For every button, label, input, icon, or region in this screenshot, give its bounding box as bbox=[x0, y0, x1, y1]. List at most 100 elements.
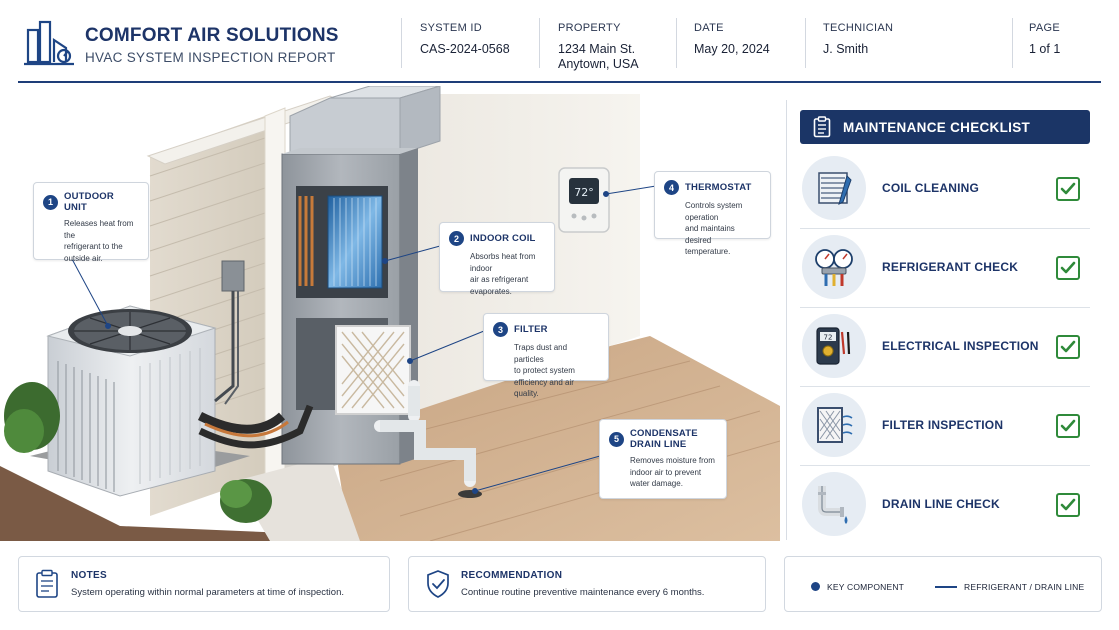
report-subtitle: HVAC SYSTEM INSPECTION REPORT bbox=[85, 50, 336, 65]
checklist-icon-circle: 72 bbox=[802, 314, 866, 378]
thermostat-display: 72° bbox=[574, 186, 594, 199]
checkmark-icon bbox=[1060, 419, 1076, 432]
building-logo-icon bbox=[24, 20, 74, 66]
checklist-item-electrical-inspection: 72 ELECTRICAL INSPECTION bbox=[800, 308, 1090, 386]
checklist-icon-circle bbox=[802, 472, 866, 536]
callout-line: Removes moisture from bbox=[630, 456, 715, 465]
callout-title: INDOOR COIL bbox=[470, 233, 536, 244]
checkmark-icon bbox=[1060, 261, 1076, 274]
property-line: Anytown, USA bbox=[558, 57, 639, 71]
header-rule bbox=[18, 81, 1101, 83]
meta-label: TECHNICIAN bbox=[823, 22, 894, 34]
checklist-item-coil-cleaning: COIL CLEANING bbox=[800, 150, 1090, 228]
callout-filter: 3 FILTER Traps dust and particles to pro… bbox=[483, 313, 609, 398]
report-header: COMFORT AIR SOLUTIONS HVAC SYSTEM INSPEC… bbox=[0, 0, 1119, 84]
meta-technician: TECHNICIAN J. Smith bbox=[823, 22, 893, 57]
recommendation-title: RECOMMENDATION bbox=[461, 570, 563, 581]
callout-line: evaporates. bbox=[470, 286, 512, 296]
checkbox-checked[interactable] bbox=[1056, 177, 1080, 201]
header-divider bbox=[805, 18, 806, 68]
meta-label: SYSTEM ID bbox=[420, 22, 482, 34]
row-divider bbox=[800, 228, 1090, 229]
callout-line: refrigerant to the bbox=[64, 242, 123, 251]
meta-property: PROPERTY 1234 Main St. Anytown, USA bbox=[558, 22, 639, 72]
callout-title-line: CONDENSATE bbox=[630, 428, 698, 439]
checkmark-icon bbox=[1060, 182, 1076, 195]
checklist-item-refrigerant-check: REFRIGERANT CHECK bbox=[800, 229, 1090, 307]
property-value: 1234 Main St. Anytown, USA bbox=[558, 42, 639, 72]
row-divider bbox=[800, 307, 1090, 308]
callout-description: Releases heat from the refrigerant to th… bbox=[43, 218, 139, 264]
legend-refrigerant-drain-line: REFRIGERANT / DRAIN LINE bbox=[964, 582, 1085, 592]
checkbox-checked[interactable] bbox=[1056, 414, 1080, 438]
checklist-label: FILTER INSPECTION bbox=[882, 418, 1004, 432]
callout-description: Removes moisture from indoor air to prev… bbox=[609, 455, 717, 490]
callout-line: Absorbs heat from indoor bbox=[470, 252, 536, 273]
hvac-scene-svg: 72° bbox=[0, 85, 781, 542]
header-divider bbox=[401, 18, 402, 68]
checklist-item-drain-line-check: DRAIN LINE CHECK bbox=[800, 466, 1090, 544]
filter-icon bbox=[817, 407, 853, 443]
callout-number-badge: 4 bbox=[664, 180, 679, 195]
hvac-illustration: 72° 1 OUTDOOR UNIT Releases heat from th… bbox=[0, 85, 781, 542]
callout-line: Traps dust and particles bbox=[514, 343, 568, 364]
callout-outdoor-unit: 1 OUTDOOR UNIT Releases heat from the re… bbox=[33, 182, 149, 263]
callout-line: outside air. bbox=[64, 253, 103, 263]
callout-line: and maintains desired bbox=[685, 224, 735, 245]
callout-description: Controls system operation and maintains … bbox=[664, 200, 761, 258]
meta-date: DATE May 20, 2024 bbox=[694, 22, 770, 57]
header-divider bbox=[539, 18, 540, 68]
header-divider bbox=[676, 18, 677, 68]
notes-title: NOTES bbox=[71, 570, 107, 581]
checkmark-icon bbox=[1060, 498, 1076, 511]
legend-panel: KEY COMPONENT REFRIGERANT / DRAIN LINE bbox=[784, 556, 1102, 612]
checkmark-icon bbox=[1060, 340, 1076, 353]
checklist-icon-circle bbox=[802, 156, 866, 220]
clipboard-notes-icon bbox=[36, 569, 58, 598]
clipboard-icon bbox=[813, 116, 831, 138]
checklist-label: DRAIN LINE CHECK bbox=[882, 497, 1000, 511]
key-component-marker-icon bbox=[811, 582, 820, 591]
callout-line: indoor air to prevent bbox=[630, 467, 702, 477]
checklist-label: ELECTRICAL INSPECTION bbox=[882, 339, 1039, 353]
line-marker-icon bbox=[935, 586, 957, 588]
date-value: May 20, 2024 bbox=[694, 42, 770, 56]
row-divider bbox=[800, 465, 1090, 466]
meta-page: PAGE 1 of 1 bbox=[1029, 22, 1060, 57]
checkbox-checked[interactable] bbox=[1056, 335, 1080, 359]
callout-title: CONDENSATE DRAIN LINE bbox=[630, 428, 698, 450]
recommendation-panel: RECOMMENDATION Continue routine preventi… bbox=[408, 556, 766, 612]
checklist-icon-circle bbox=[802, 393, 866, 457]
callout-description: Absorbs heat from indoor air as refriger… bbox=[449, 251, 545, 297]
checkbox-checked[interactable] bbox=[1056, 493, 1080, 517]
system-id-value: CAS-2024-0568 bbox=[420, 42, 510, 56]
callout-number-badge: 3 bbox=[493, 322, 508, 337]
callout-thermostat: 4 THERMOSTAT Controls system operation a… bbox=[654, 171, 771, 256]
callout-title-line: DRAIN LINE bbox=[630, 439, 687, 450]
callout-title: FILTER bbox=[514, 324, 548, 335]
checklist-icon-circle bbox=[802, 235, 866, 299]
row-divider bbox=[800, 386, 1090, 387]
multimeter-icon: 72 bbox=[816, 327, 851, 365]
checklist-item-filter-inspection: FILTER INSPECTION bbox=[800, 387, 1090, 465]
callout-number-badge: 5 bbox=[609, 431, 624, 447]
callout-title: OUTDOOR UNIT bbox=[64, 191, 114, 213]
notes-text: System operating within normal parameter… bbox=[71, 587, 344, 598]
callout-line: temperature. bbox=[685, 247, 731, 256]
meter-display: 72 bbox=[824, 334, 833, 342]
checklist-label: COIL CLEANING bbox=[882, 181, 980, 195]
callout-line: water damage. bbox=[630, 479, 683, 488]
maintenance-checklist-header: MAINTENANCE CHECKLIST bbox=[800, 110, 1090, 144]
notes-panel: NOTES System operating within normal par… bbox=[18, 556, 390, 612]
shield-check-icon bbox=[427, 570, 449, 598]
drain-pipe-icon bbox=[818, 486, 848, 524]
property-line: 1234 Main St. bbox=[558, 42, 636, 56]
meta-label: DATE bbox=[694, 22, 724, 34]
panel-divider bbox=[786, 100, 787, 540]
callout-number-badge: 1 bbox=[43, 194, 58, 210]
checkbox-checked[interactable] bbox=[1056, 256, 1080, 280]
callout-title: THERMOSTAT bbox=[685, 182, 752, 193]
coil-icon bbox=[818, 172, 852, 205]
callout-indoor-coil: 2 INDOOR COIL Absorbs heat from indoor a… bbox=[439, 222, 555, 296]
header-divider bbox=[1012, 18, 1013, 68]
